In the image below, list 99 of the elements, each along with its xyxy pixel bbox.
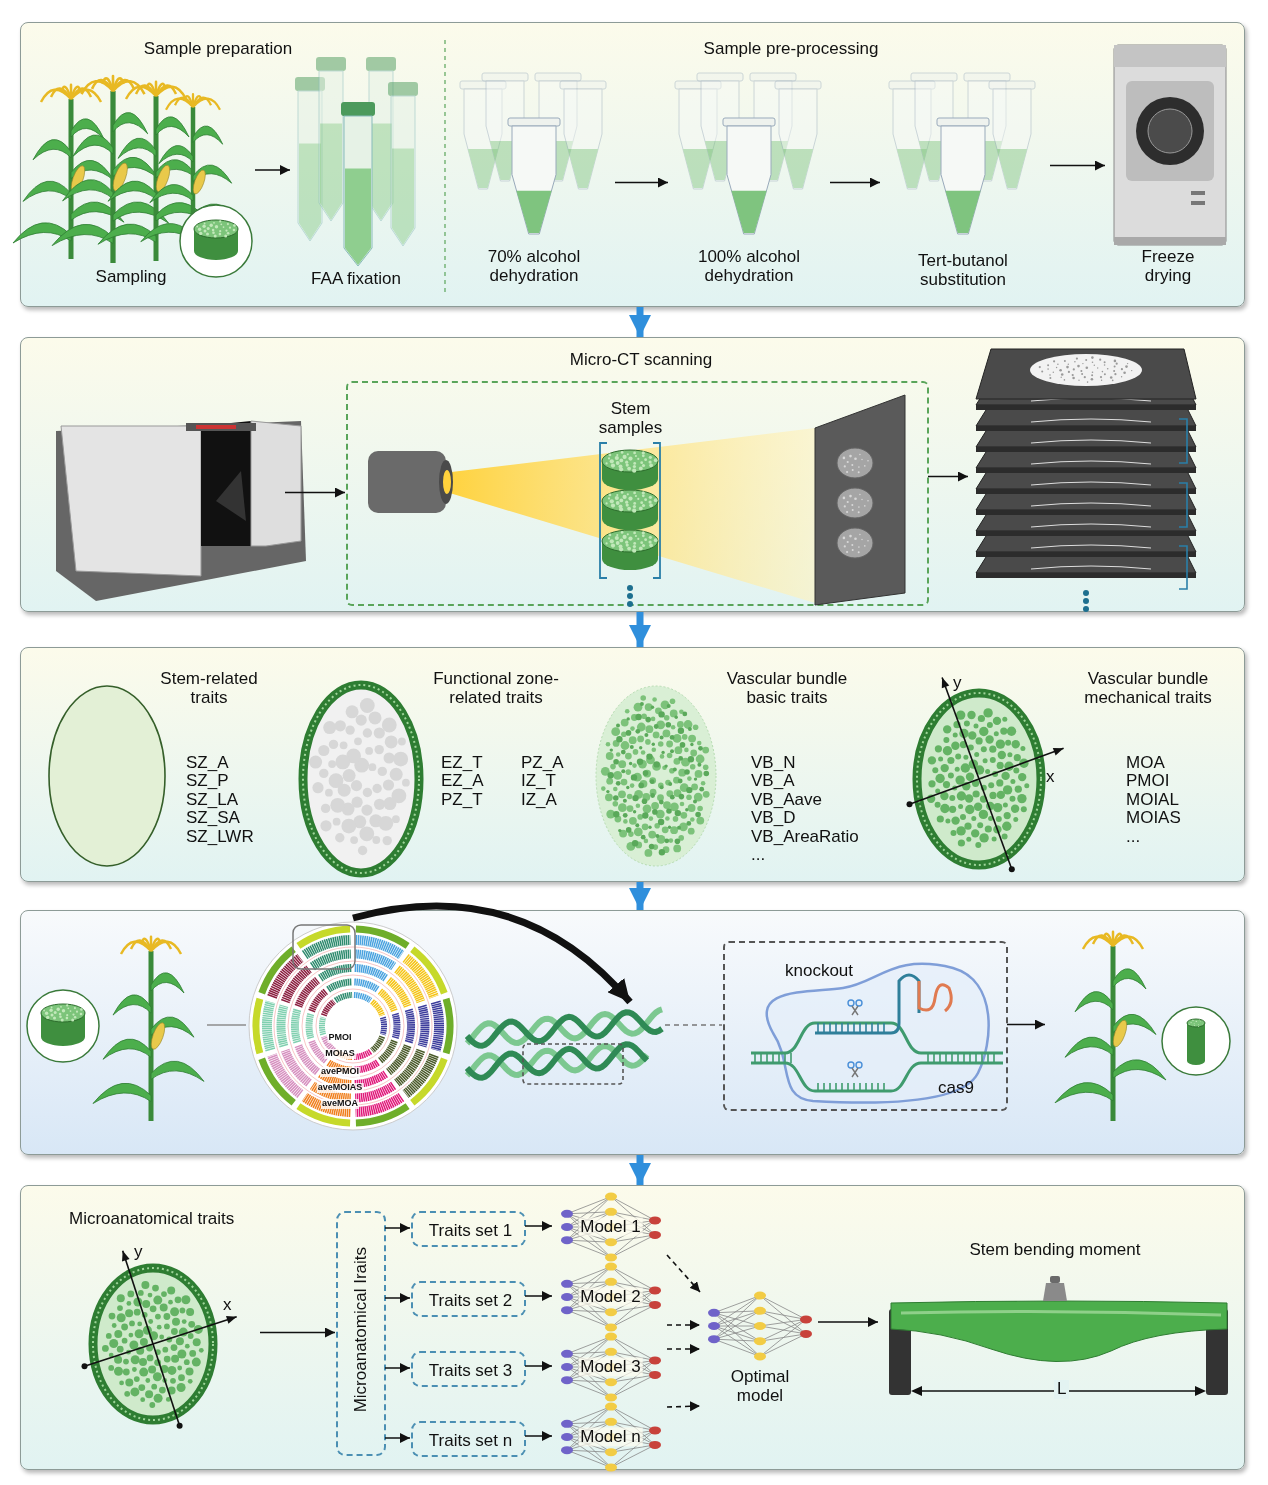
arrow <box>629 612 651 647</box>
trait-name: VB_AreaRatio <box>751 826 859 846</box>
vertical-label: Microanatomical Iraits <box>351 1247 371 1413</box>
axis-label: x <box>223 1295 232 1315</box>
arrow <box>666 1254 701 1293</box>
dashed-box <box>336 1211 386 1456</box>
arrow <box>629 1155 651 1185</box>
arrow <box>259 1327 336 1338</box>
trait-name: VB_D <box>751 808 796 828</box>
trait-name: MOIAL <box>1126 789 1179 809</box>
group-heading: Functional zone-related traits <box>432 669 560 708</box>
track-label: PMOI <box>327 1033 353 1043</box>
connector-line <box>664 1024 723 1026</box>
dashed-frame <box>723 941 1008 1111</box>
dashed-box <box>411 1421 526 1457</box>
step-panel <box>20 1185 1245 1470</box>
trait-name: PMOI <box>1126 771 1170 791</box>
dimension-label: L <box>1054 1380 1070 1399</box>
arrow <box>524 1291 553 1301</box>
arrow <box>666 1320 701 1330</box>
axis-label: y <box>134 1242 143 1262</box>
diagram-label: cas9 <box>938 1078 975 1098</box>
axis-label: x <box>1046 767 1055 787</box>
trait-name: IZ_A <box>521 789 557 809</box>
model-label: Model n <box>578 1427 643 1447</box>
step-label: 70% alcohol dehydration <box>486 247 582 286</box>
dashed-box <box>411 1211 526 1247</box>
arrow <box>384 1223 411 1233</box>
model-label: Model 3 <box>578 1357 643 1377</box>
trait-name: SZ_LWR <box>186 826 254 846</box>
traits-set-label: Traits set 2 <box>428 1291 513 1311</box>
trait-name: SZ_SA <box>186 808 240 828</box>
arrow <box>384 1433 411 1443</box>
step-label: Freeze drying <box>1140 247 1196 286</box>
step-label: Sampling <box>94 267 168 287</box>
axis-label: y <box>953 673 962 693</box>
traits-set-label: Traits set n <box>428 1431 513 1451</box>
arrow <box>524 1361 553 1371</box>
group-label: Stem samples <box>597 399 664 438</box>
trait-name: SZ_LA <box>186 789 238 809</box>
arrow <box>1049 160 1106 171</box>
step-label: Optimal model <box>729 1367 791 1406</box>
section-heading: Stem bending moment <box>968 1240 1142 1260</box>
trait-name: PZ_A <box>521 753 564 773</box>
arrow <box>352 902 633 1005</box>
arrow <box>614 177 669 188</box>
section-heading: Microanatomical traits <box>69 1209 236 1229</box>
arrow <box>927 471 969 482</box>
track-label: aveMOA <box>321 1099 359 1109</box>
trait-name: ... <box>751 845 766 865</box>
arrow <box>384 1293 411 1303</box>
step-panel <box>20 910 1245 1155</box>
dashed-box <box>411 1351 526 1387</box>
arrow <box>524 1221 553 1231</box>
arrow <box>629 307 651 337</box>
step-label: Tert-butanol substitution <box>917 251 1009 290</box>
section-heading: Micro-CT scanning <box>568 350 714 370</box>
connector-line <box>206 1024 247 1026</box>
arrow <box>829 177 881 188</box>
section-heading: Sample preparation <box>142 39 294 59</box>
dashed-frame <box>346 381 929 606</box>
arrow <box>1006 1019 1046 1030</box>
step-panel <box>20 337 1245 612</box>
model-label: Model 1 <box>578 1217 643 1237</box>
trait-name: SZ_A <box>186 753 229 773</box>
model-label: Model 2 <box>578 1287 643 1307</box>
section-heading: Sample pre-processing <box>702 39 880 59</box>
arrow <box>666 1344 701 1354</box>
diagram-label: knockout <box>785 961 855 981</box>
arrow <box>629 882 651 910</box>
trait-name: MOA <box>1126 753 1165 773</box>
step-panel <box>20 647 1245 882</box>
trait-name: VB_A <box>751 771 795 791</box>
step-label: FAA fixation <box>310 269 402 289</box>
step-label: 100% alcohol dehydration <box>696 247 802 286</box>
arrow <box>666 1401 701 1412</box>
trait-name: EZ_T <box>441 753 483 773</box>
trait-name: EZ_A <box>441 771 484 791</box>
traits-set-label: Traits set 3 <box>428 1361 513 1381</box>
track-label: aveMOIAS <box>316 1083 364 1093</box>
arrow <box>384 1363 411 1373</box>
arrow <box>284 487 346 498</box>
trait-name: VB_N <box>751 753 796 773</box>
trait-name: SZ_P <box>186 771 229 791</box>
trait-name: ... <box>1126 826 1141 846</box>
group-heading: Vascular bundle basic traits <box>725 669 849 708</box>
arrow <box>524 1431 553 1441</box>
trait-name: PZ_T <box>441 789 483 809</box>
traits-set-label: Traits set 1 <box>428 1221 513 1241</box>
group-heading: Stem-related traits <box>159 669 259 708</box>
track-label: MOIAS <box>324 1049 356 1059</box>
trait-name: MOIAS <box>1126 808 1181 828</box>
track-label: avePMOI <box>320 1067 360 1077</box>
arrow <box>817 1317 879 1327</box>
arrow <box>254 165 291 175</box>
trait-name: IZ_T <box>521 771 556 791</box>
dashed-box <box>411 1281 526 1317</box>
group-heading: Vascular bundle mechanical traits <box>1083 669 1213 708</box>
trait-name: VB_Aave <box>751 789 822 809</box>
